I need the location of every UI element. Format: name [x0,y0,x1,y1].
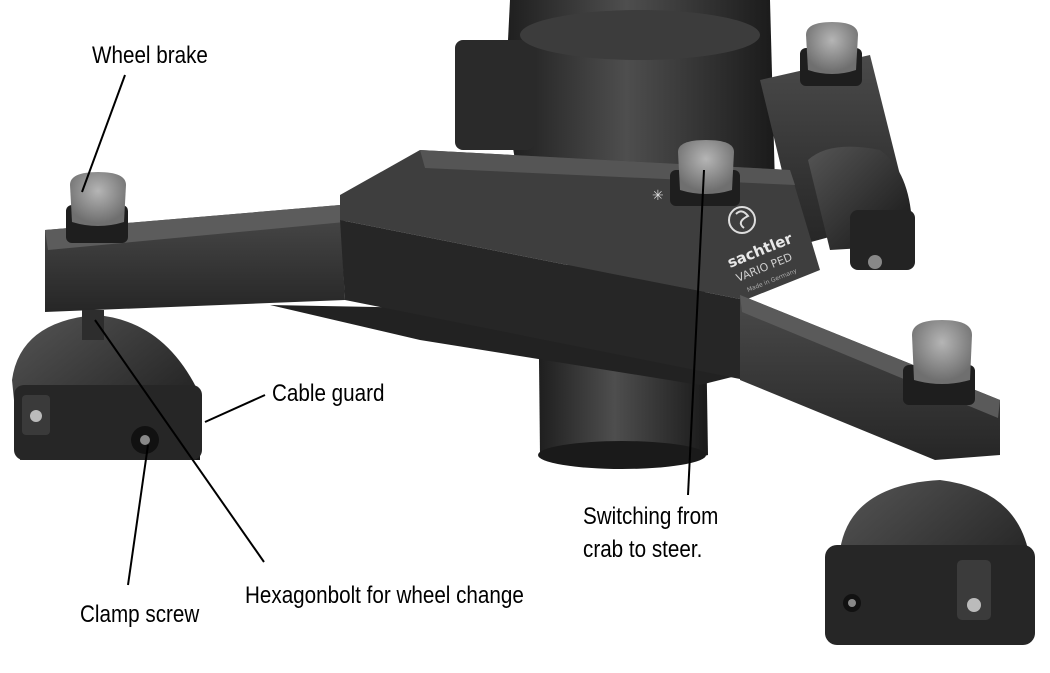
rear-wheel [808,146,915,270]
right-wheel [825,480,1035,645]
hexagonbolt-label: Hexagonbolt for wheel change [245,582,524,609]
brand-logo [728,206,756,234]
clamp-screw-leader [127,444,149,586]
cable-guard-leader [204,394,266,423]
wheel-brake-left [66,172,128,243]
wheel-brake-label: Wheel brake [92,42,208,69]
clamp-screw-label: Clamp screw [80,601,200,628]
crab-symbol: ✳ [652,188,664,204]
hex-bolt-part [82,310,104,340]
cable-guard-label: Cable guard [272,380,385,407]
clamp-screw-part [140,435,150,445]
wheel-brake-rear [800,22,862,86]
left-wheel [12,310,202,460]
switching-label-line2: crab to steer. [583,536,703,563]
leader-lines [81,74,705,586]
switching-leader [687,169,705,496]
switching-label-line1: Switching from [583,503,719,530]
side-box [455,40,535,150]
hexagonbolt-leader [94,319,265,563]
wheel-brake-right [903,320,975,405]
wheel-brake-leader [81,74,126,193]
base-plate [270,305,760,385]
wheel-brake-center [670,140,740,206]
